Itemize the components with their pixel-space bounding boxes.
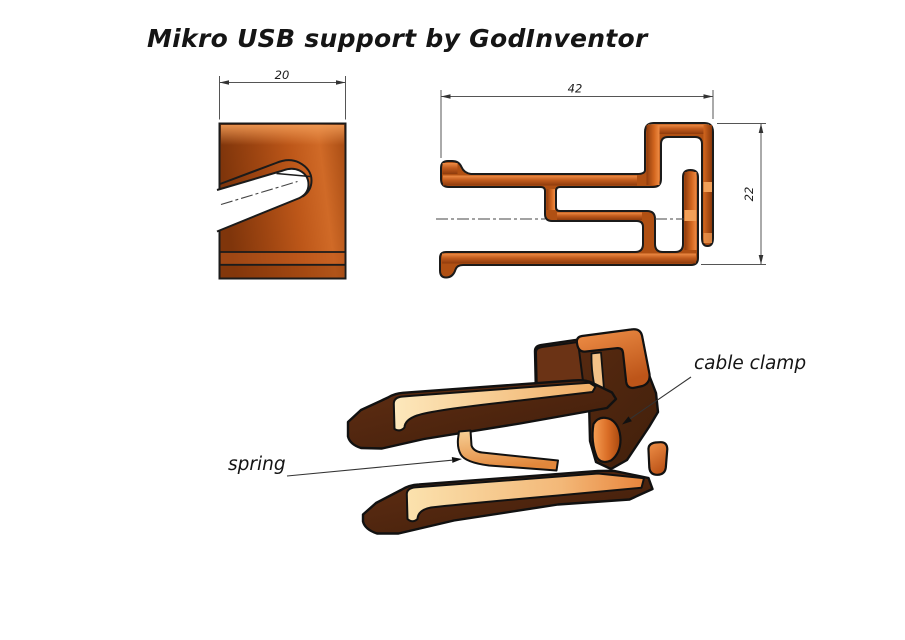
band-shade bbox=[557, 212, 642, 220]
dimension-arrow bbox=[758, 255, 764, 265]
band-shade bbox=[546, 189, 555, 210]
hook-orange-frame bbox=[575, 328, 651, 390]
band-highlight bbox=[703, 182, 712, 192]
drawing-title: Mikro USB support by GodInventor bbox=[147, 24, 648, 53]
dimension-width-20 bbox=[219, 76, 346, 120]
slot-cutout bbox=[217, 168, 309, 232]
spring-leader-line bbox=[286, 459, 453, 477]
dim-height-label: 22 bbox=[742, 187, 756, 202]
spring-annotation: spring bbox=[228, 454, 286, 475]
dimension-arrow bbox=[336, 80, 346, 85]
dimension-arrow bbox=[441, 94, 451, 99]
band-highlight bbox=[703, 233, 712, 243]
band-shade bbox=[442, 253, 696, 264]
isometric-view: spring cable clamp bbox=[228, 328, 806, 535]
side-view: 42 22 bbox=[436, 82, 766, 279]
right-tab bbox=[647, 441, 669, 476]
part-band-shade bbox=[221, 252, 344, 265]
band-shade bbox=[648, 124, 709, 134]
spring-fold-edge bbox=[219, 159, 313, 198]
cable-clamp-saddle bbox=[591, 416, 622, 464]
upper-arm-highlight-strip bbox=[392, 381, 597, 432]
cable-clamp-leader-line bbox=[629, 376, 692, 420]
dimension-length-42 bbox=[440, 90, 714, 158]
band-shade bbox=[443, 175, 637, 186]
part-band-shade bbox=[221, 265, 344, 278]
spring-strip bbox=[456, 429, 559, 472]
dim-length-label: 42 bbox=[568, 82, 583, 96]
part-top-shine bbox=[221, 125, 344, 145]
dim-width-label: 20 bbox=[275, 68, 290, 82]
band-shade bbox=[646, 125, 660, 185]
band-shade bbox=[442, 163, 458, 174]
dimension-arrow bbox=[219, 80, 229, 85]
dimension-arrow bbox=[703, 94, 713, 99]
centerline bbox=[220, 180, 298, 206]
dimension-height-22 bbox=[701, 123, 766, 265]
fold-inner-edge bbox=[276, 172, 311, 178]
cable-clamp-leader-arrow bbox=[622, 416, 632, 425]
dimension-arrow bbox=[758, 123, 764, 133]
part-profile-side-view bbox=[439, 122, 714, 279]
lower-arm-highlight-strip bbox=[405, 472, 645, 523]
top-view: 20 bbox=[216, 68, 347, 280]
band-highlight bbox=[684, 210, 697, 221]
cable-clamp-annotation: cable clamp bbox=[694, 353, 806, 374]
spring-leader-arrow bbox=[451, 457, 462, 463]
